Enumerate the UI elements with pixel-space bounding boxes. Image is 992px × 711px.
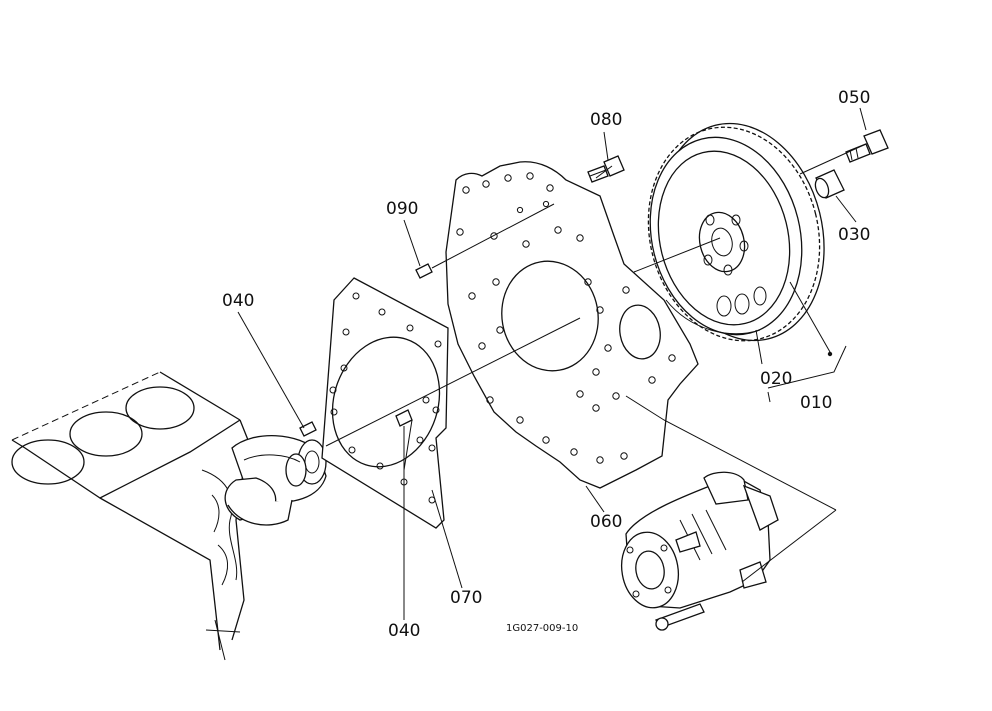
flywheel-holes — [703, 214, 767, 317]
callout-040-lower: 040 — [388, 621, 420, 641]
callout-010: 010 — [800, 393, 832, 413]
alignment-lines — [325, 143, 867, 583]
dowel-pin-090 — [415, 263, 433, 279]
callout-050: 050 — [838, 88, 870, 108]
callout-labels: 080 050 030 090 040 020 010 060 070 040 … — [222, 88, 870, 641]
leader-lines — [237, 107, 867, 620]
bolt-050 — [845, 129, 889, 163]
callout-090: 090 — [386, 199, 418, 219]
dowel-pin-040a — [299, 421, 317, 437]
engine-block — [11, 371, 249, 661]
flywheel-020 — [647, 122, 825, 342]
crankshaft — [224, 435, 327, 526]
bushing-030 — [814, 169, 845, 199]
starter-motor — [620, 471, 779, 631]
callout-020: 020 — [760, 369, 792, 389]
callout-040-upper: 040 — [222, 291, 254, 311]
drawing-id: 1G027-009-10 — [506, 623, 578, 634]
callout-030: 030 — [838, 225, 870, 245]
callout-060: 060 — [590, 512, 622, 532]
callout-070: 070 — [450, 588, 482, 608]
gasket-bolt-holes — [329, 292, 442, 504]
housing-plate-060 — [445, 161, 699, 489]
callout-080: 080 — [590, 110, 622, 130]
gasket-plate-070 — [321, 277, 449, 529]
housing-bolt-holes — [456, 172, 676, 464]
bolt-080 — [587, 155, 625, 183]
